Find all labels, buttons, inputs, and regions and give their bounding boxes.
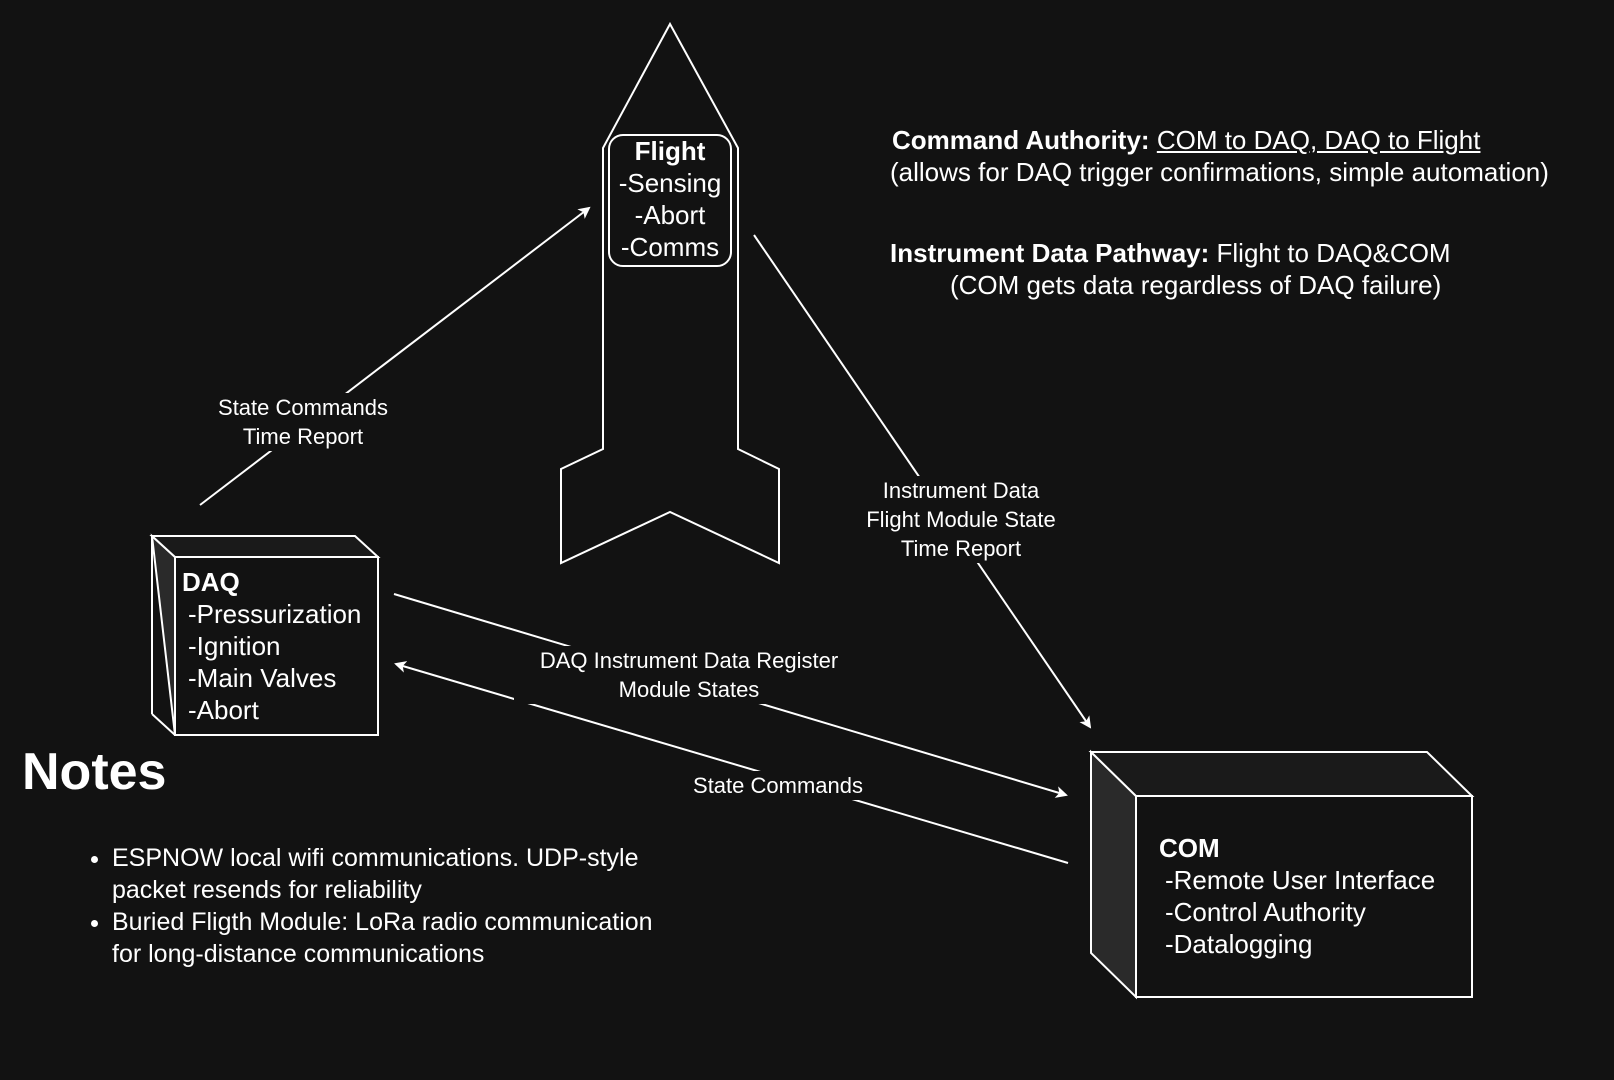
notes-list: ESPNOW local wifi communications. UDP-st… [88, 842, 672, 970]
command-authority-info: Command Authority: COM to DAQ, DAQ to Fl… [890, 124, 1549, 188]
com-item: -Remote User Interface [1165, 865, 1436, 895]
edge-label-daq-to-flight: State Commands Time Report [198, 393, 408, 451]
flight-item: -Comms [620, 232, 720, 262]
daq-module-title: DAQ [182, 567, 240, 597]
edge-label-line: DAQ Instrument Data Register [539, 648, 839, 673]
instrument-data-note: (COM gets data regardless of DAQ failure… [950, 270, 1442, 300]
edge-label-daq-to-com: DAQ Instrument Data Register Module Stat… [514, 646, 864, 704]
com-module-title: COM [1159, 833, 1220, 863]
daq-module-box [149, 533, 381, 736]
command-authority-label: Command Authority: [892, 125, 1150, 155]
flight-module-title: Flight [634, 136, 706, 166]
com-module-box [1088, 749, 1475, 1000]
edge-label-line: State Commands [218, 395, 388, 420]
edge-daq-to-flight [199, 206, 591, 506]
instrument-data-value: Flight to DAQ&COM [1209, 238, 1451, 268]
rocket-outline [560, 21, 780, 565]
edge-label-line: Module States [618, 677, 760, 702]
notes-item: Buried Fligth Module: LoRa radio communi… [112, 906, 672, 970]
edge-label-line: Time Report [242, 424, 364, 449]
command-authority-value: COM to DAQ, DAQ to Flight [1156, 125, 1481, 155]
command-authority-note: (allows for DAQ trigger confirmations, s… [890, 157, 1549, 187]
edge-label-com-to-daq: State Commands [672, 771, 884, 800]
daq-item: -Main Valves [188, 663, 337, 693]
flight-item: -Sensing [618, 168, 722, 198]
com-item: -Control Authority [1165, 897, 1366, 927]
instrument-data-label: Instrument Data Pathway: [890, 238, 1210, 268]
com-item: -Datalogging [1165, 929, 1313, 959]
edge-label-flight-to-com: Instrument Data Flight Module State Time… [850, 476, 1072, 563]
notes-title: Notes [22, 743, 167, 801]
flight-item: -Abort [634, 200, 706, 230]
daq-module-text: DAQ -Pressurization -Ignition -Main Valv… [182, 566, 361, 726]
edge-label-line: Time Report [900, 536, 1022, 561]
com-module-text: COM -Remote User Interface -Control Auth… [1159, 832, 1435, 960]
edge-label-line: Instrument Data [882, 478, 1040, 503]
edge-label-line: Flight Module State [866, 507, 1056, 532]
flight-module-text: Flight -Sensing -Abort -Comms [612, 135, 728, 263]
daq-item: -Pressurization [188, 599, 362, 629]
edge-label-line: State Commands [693, 773, 863, 798]
instrument-data-info: Instrument Data Pathway: Flight to DAQ&C… [890, 237, 1451, 301]
flight-module-box [608, 134, 732, 267]
daq-item: -Abort [188, 695, 259, 725]
notes-item: ESPNOW local wifi communications. UDP-st… [112, 842, 672, 906]
daq-item: -Ignition [188, 631, 281, 661]
edge-com-to-daq [394, 661, 1069, 864]
